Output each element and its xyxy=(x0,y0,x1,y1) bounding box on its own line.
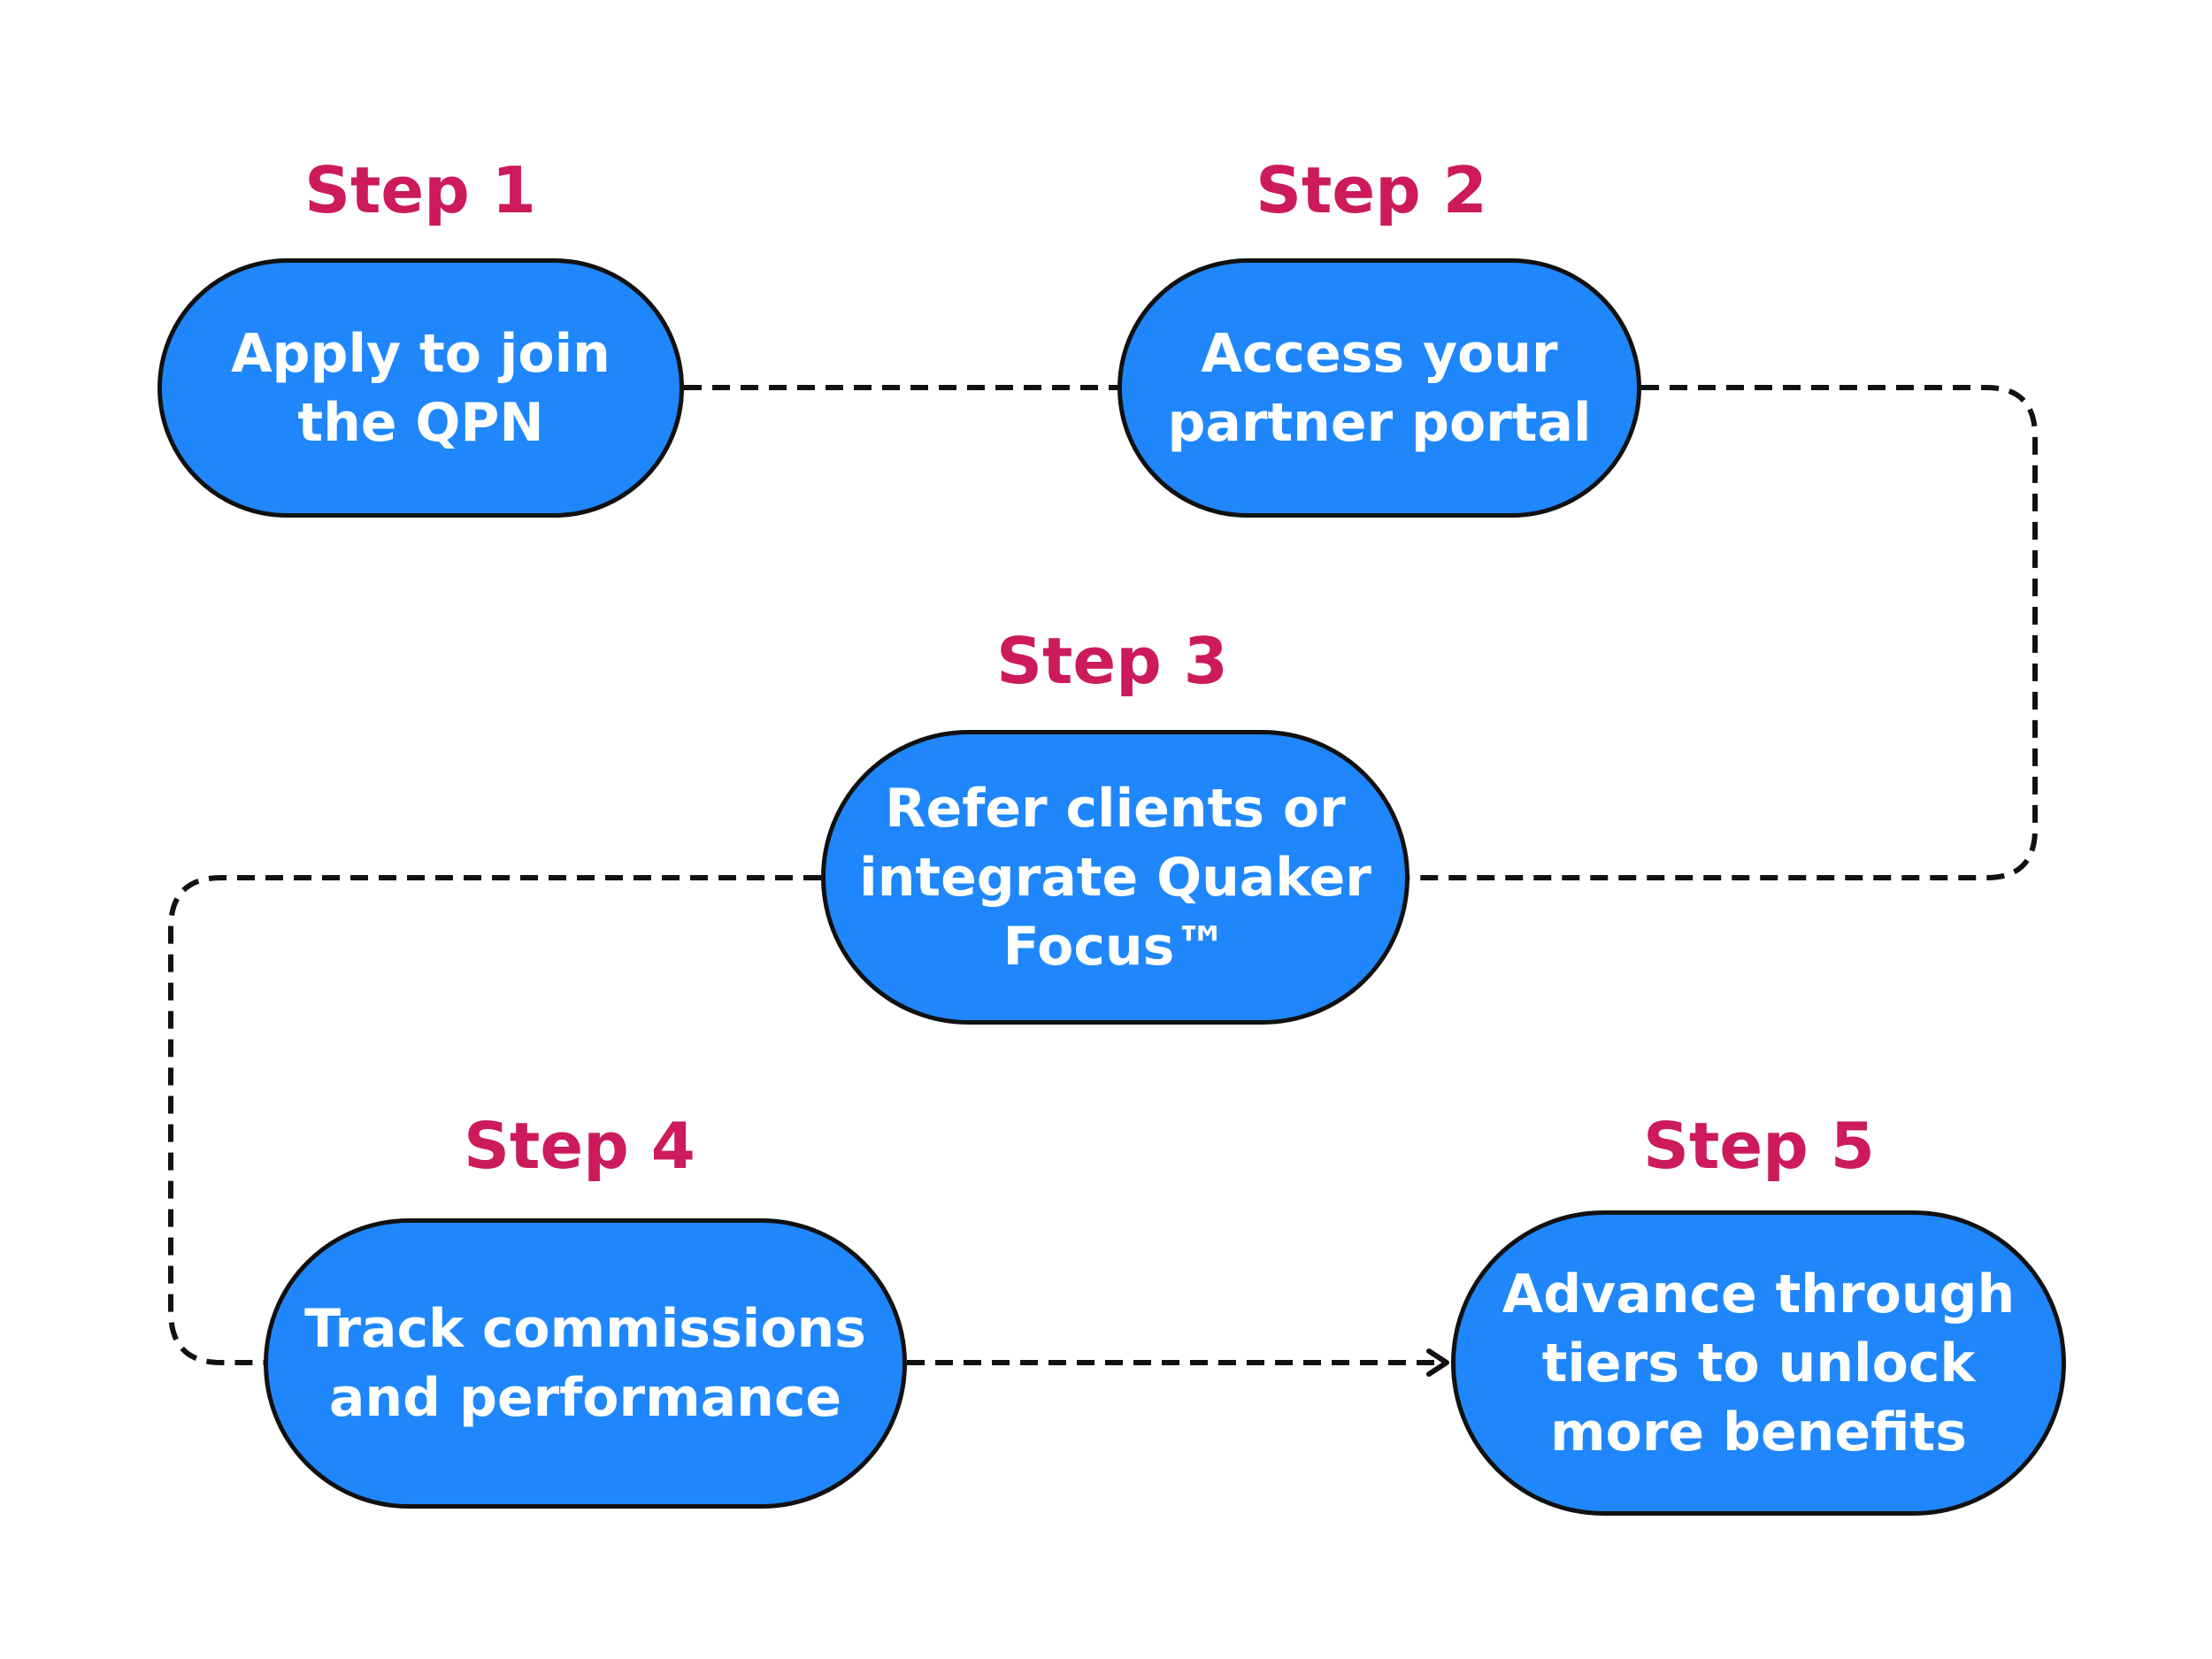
step-1-text: Apply to join the QPN xyxy=(231,322,611,454)
step-5-node: Advance through tiers to unlock more ben… xyxy=(1451,1210,2066,1516)
step-4-label: Step 4 xyxy=(464,1109,695,1183)
step-1-node: Apply to join the QPN xyxy=(157,258,684,518)
step-5-label: Step 5 xyxy=(1643,1109,1875,1183)
step-3-text: Refer clients or integrate Quaker Focus™ xyxy=(859,777,1371,978)
step-3-label: Step 3 xyxy=(996,624,1228,698)
step-5-text: Advance through tiers to unlock more ben… xyxy=(1502,1263,2016,1463)
arrowhead-step5-icon xyxy=(1426,1348,1449,1377)
step-3-node: Refer clients or integrate Quaker Focus™ xyxy=(821,730,1409,1025)
step-2-node: Access your partner portal xyxy=(1118,258,1641,518)
step-4-text: Track commissions and performance xyxy=(304,1298,866,1429)
step-2-label: Step 2 xyxy=(1256,153,1487,227)
step-1-label: Step 1 xyxy=(304,153,536,227)
step-2-text: Access your partner portal xyxy=(1167,322,1592,454)
step-4-node: Track commissions and performance xyxy=(264,1218,907,1509)
